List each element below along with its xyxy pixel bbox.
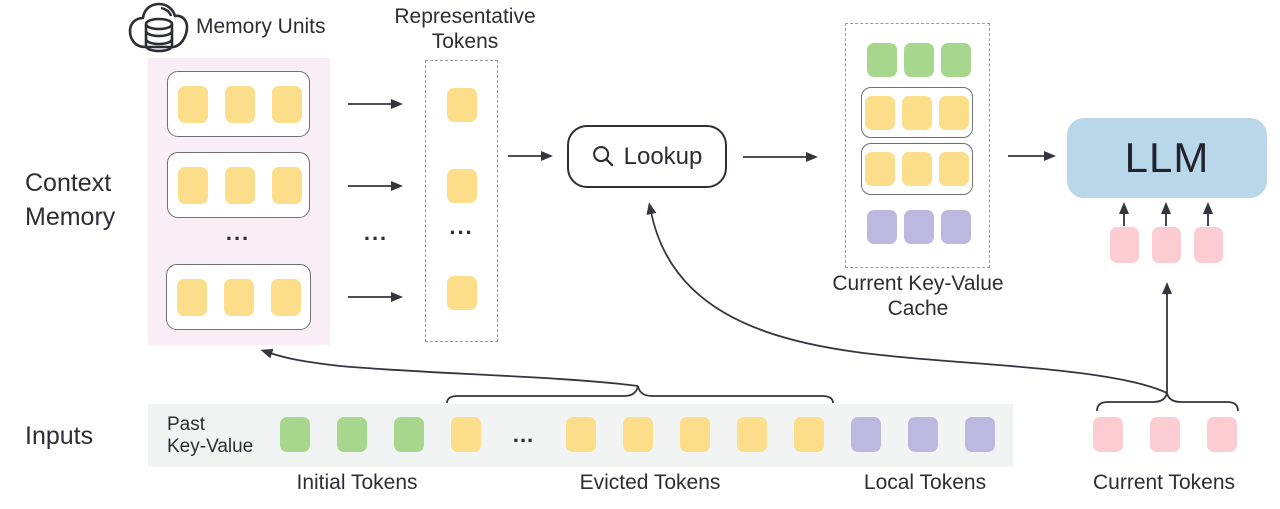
memory-unit-1: [167, 71, 310, 137]
green-token: [904, 43, 934, 77]
yellow-token: [680, 417, 710, 452]
green-token: [941, 43, 971, 77]
purple-token: [941, 210, 971, 244]
yellow-token: [272, 166, 302, 204]
ellipsis: ...: [512, 421, 535, 447]
context-memory-label: Context Memory: [25, 166, 115, 234]
green-token: [280, 417, 310, 452]
purple-token: [965, 417, 995, 452]
pink-token: [1110, 227, 1139, 263]
current-kv-cache-label-line2: Cache: [887, 297, 949, 320]
past-key-value-label-line1: Past: [167, 414, 206, 435]
evicted-tokens-label: Evicted Tokens: [579, 471, 721, 494]
yellow-token: [737, 417, 767, 452]
lookup-button: Lookup: [567, 125, 727, 188]
local-tokens-label: Local Tokens: [863, 471, 987, 494]
yellow-token: [902, 152, 932, 186]
representative-tokens-box: ...: [425, 60, 498, 342]
yellow-token: [902, 95, 932, 130]
current-tokens-brace: [1096, 392, 1239, 412]
current-kv-cache-box: [845, 23, 990, 268]
search-icon: [592, 145, 615, 168]
cache-memory-unit-2: [861, 143, 973, 195]
yellow-token: [939, 95, 969, 130]
current-tokens-row: [1093, 417, 1237, 452]
pink-token: [1207, 417, 1237, 452]
cache-local-tokens-row: [867, 210, 971, 244]
yellow-token: [178, 85, 208, 123]
cache-memory-unit-1: [861, 87, 973, 138]
green-token: [337, 417, 367, 452]
yellow-token: [865, 152, 895, 186]
past-key-value-label: Past Key-Value: [167, 414, 253, 458]
memory-ellipsis: ...: [225, 220, 251, 245]
llm-box: LLM: [1067, 118, 1267, 198]
purple-token: [904, 210, 934, 244]
context-memory-label-line2: Memory: [25, 203, 116, 231]
curve-evicted-to-memory: [260, 348, 639, 387]
purple-token: [908, 417, 938, 452]
yellow-token: [794, 417, 824, 452]
evicted-tokens-brace: [446, 385, 834, 404]
pink-token: [1150, 417, 1180, 452]
yellow-token: [451, 417, 481, 452]
cache-initial-tokens-row: [867, 43, 971, 77]
purple-token: [851, 417, 881, 452]
yellow-token: [939, 152, 969, 186]
representative-tokens-label: Representative Tokens: [383, 4, 547, 54]
gap-ellipsis: ...: [363, 220, 389, 245]
current-kv-cache-label-line1: Current Key-Value: [832, 272, 1004, 295]
green-token: [867, 43, 897, 77]
current-kv-cache-label: Current Key-Value Cache: [818, 271, 1018, 321]
yellow-token: [225, 85, 255, 123]
yellow-token: [446, 169, 477, 203]
memory-units-label: Memory Units: [196, 15, 326, 38]
yellow-token: [446, 276, 477, 310]
yellow-token: [177, 278, 207, 316]
yellow-token: [865, 95, 895, 130]
cloud-database-icon: [127, 0, 189, 56]
lookup-label: Lookup: [623, 142, 703, 170]
memory-unit-3: [166, 264, 311, 330]
past-key-value-label-line2: Key-Value: [167, 436, 254, 457]
pink-token: [1093, 417, 1123, 452]
current-tokens-label: Current Tokens: [1092, 471, 1236, 494]
green-token: [394, 417, 424, 452]
pink-token: [1152, 227, 1181, 263]
context-memory-label-line1: Context: [25, 169, 112, 197]
representative-tokens-label-line2: Tokens: [431, 30, 499, 53]
representative-tokens-label-line1: Representative: [394, 5, 536, 28]
yellow-token: [224, 278, 254, 316]
pink-token: [1194, 227, 1223, 263]
inputs-label: Inputs: [25, 422, 94, 450]
yellow-token: [623, 417, 653, 452]
ellipsis: ...: [449, 214, 474, 239]
yellow-token: [225, 166, 255, 204]
yellow-token: [178, 166, 208, 204]
yellow-token: [272, 85, 302, 123]
purple-token: [867, 210, 897, 244]
memory-unit-2: [167, 152, 310, 218]
yellow-token: [566, 417, 596, 452]
yellow-token: [271, 278, 301, 316]
yellow-token: [446, 88, 477, 122]
llm-input-tokens: [1110, 227, 1223, 263]
initial-tokens-label: Initial Tokens: [296, 471, 418, 494]
past-kv-tokens: ...: [280, 417, 995, 452]
